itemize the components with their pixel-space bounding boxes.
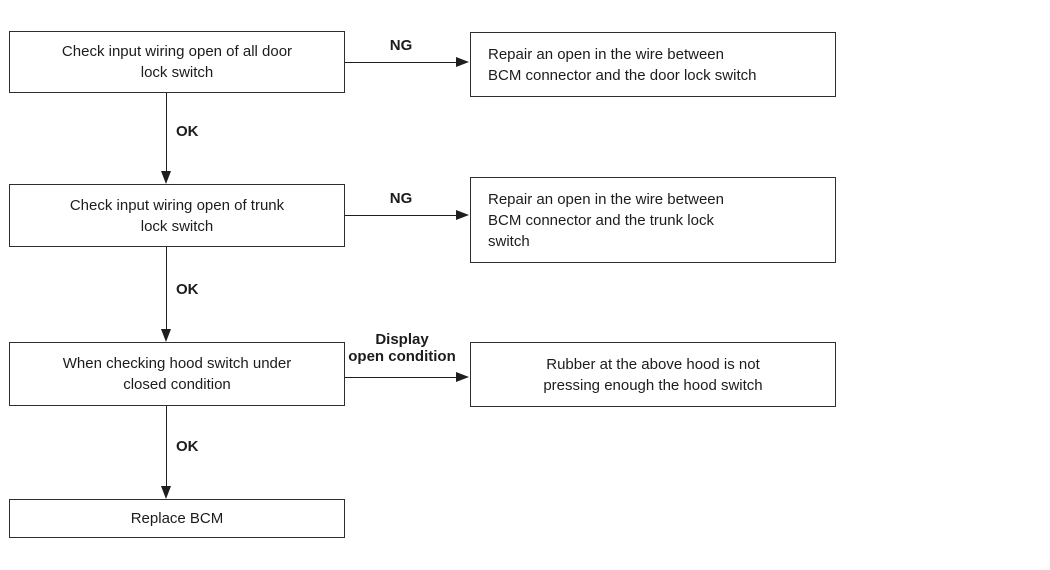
flow-box-text-line: switch (488, 232, 530, 250)
connector-display-line (345, 376, 457, 378)
flow-box-check-trunk-lock-wiring: Check input wiring open of trunk lock sw… (9, 184, 345, 247)
flow-box-repair-door-lock-wire: Repair an open in the wire between BCM c… (470, 32, 836, 97)
flow-box-text-line: lock switch (140, 217, 214, 235)
edge-label-ok-1: OK (176, 123, 199, 140)
edge-label-display-open-condition: Display open condition (337, 331, 467, 365)
arrowhead-down-icon (160, 171, 171, 184)
connector-ok-3-line (165, 406, 167, 486)
flow-box-text-line: BCM connector and the trunk lock (488, 211, 714, 229)
flow-box-text-line: Repair an open in the wire between (488, 190, 724, 208)
flow-box-check-door-lock-wiring: Check input wiring open of all door lock… (9, 31, 345, 93)
edge-label-line: open condition (348, 348, 456, 365)
flow-box-text-line: Replace BCM (130, 510, 224, 527)
edge-label-ok-2: OK (176, 281, 199, 298)
edge-label-ok-3: OK (176, 438, 199, 455)
edge-label-ng-2: NG (389, 190, 413, 207)
flow-box-text-line: When checking hood switch under (62, 355, 292, 372)
flow-box-hood-rubber-issue: Rubber at the above hood is not pressing… (470, 342, 836, 407)
arrowhead-down-icon (160, 329, 171, 342)
flow-box-repair-trunk-lock-wire: Repair an open in the wire between BCM c… (470, 177, 836, 263)
connector-ok-1-line (165, 93, 167, 172)
edge-label-ng-1: NG (389, 37, 413, 54)
edge-label-line: Display (375, 331, 429, 348)
arrowhead-right-icon (456, 209, 469, 220)
flow-box-text-line: Repair an open in the wire between (488, 45, 724, 63)
flow-box-text-line: BCM connector and the door lock switch (488, 66, 757, 84)
flow-box-text-line: Check input wiring open of all door (61, 43, 293, 60)
arrowhead-right-icon (456, 56, 469, 67)
flow-box-text-line: pressing enough the hood switch (543, 376, 763, 394)
flow-box-text-line: lock switch (140, 64, 214, 81)
flow-box-text-line: Check input wiring open of trunk (69, 196, 285, 214)
flow-box-replace-bcm: Replace BCM (9, 499, 345, 538)
connector-ng-1-line (345, 61, 457, 63)
flow-box-text-line: Rubber at the above hood is not (546, 355, 760, 373)
flow-box-check-hood-switch: When checking hood switch under closed c… (9, 342, 345, 406)
connector-ng-2-line (345, 214, 457, 216)
connector-ok-2-line (165, 247, 167, 329)
arrowhead-down-icon (160, 486, 171, 499)
arrowhead-right-icon (456, 371, 469, 382)
flow-box-text-line: closed condition (123, 376, 231, 393)
